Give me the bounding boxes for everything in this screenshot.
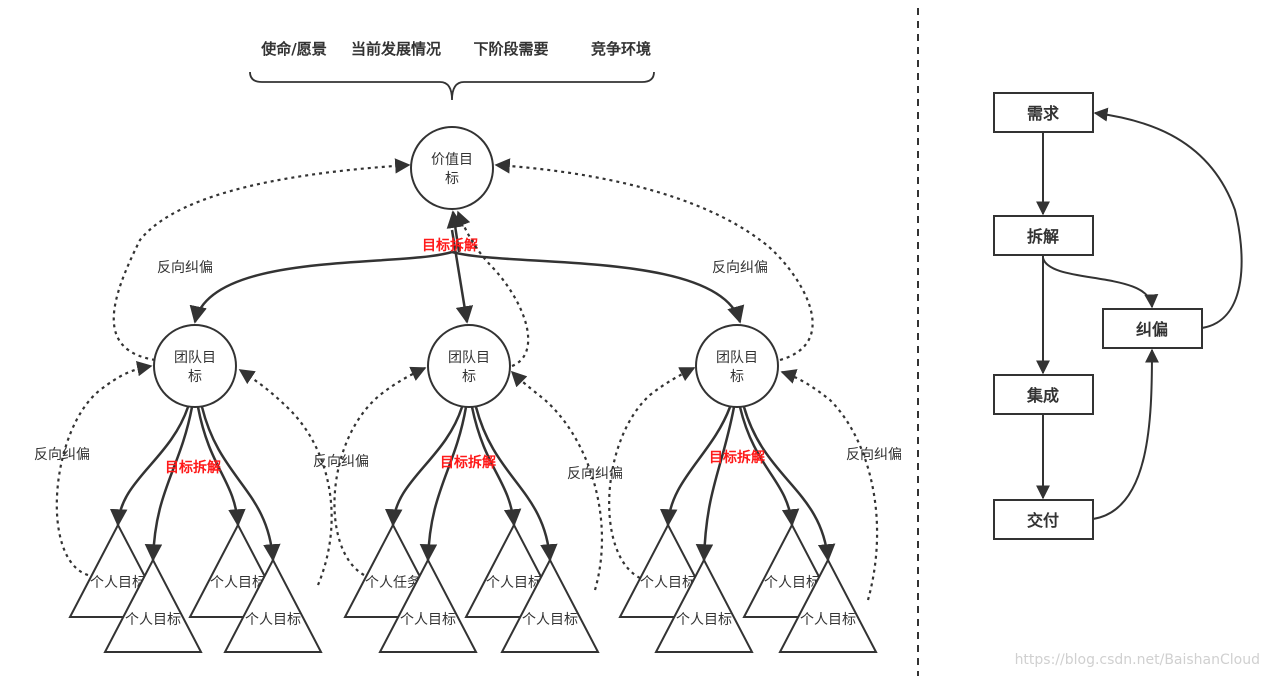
personal-label-2-4: 个人目标 [522,612,578,628]
personal-label-1-2: 个人目标 [125,612,181,628]
personal-triangle-1-4 [223,557,323,653]
feedback-team2-right [510,370,603,591]
edge-team2-p4 [474,406,558,562]
flow-node-correct: 纠偏 [1102,308,1203,349]
feedback-label-t2-right: 反向纠偏 [567,466,623,482]
flow-node-deliver: 交付 [993,499,1094,540]
edge-value-team2 [450,229,474,324]
edge-team3-p1 [659,406,732,527]
edge-team1-p2 [144,406,194,562]
header-label-current: 当前发展情况 [351,40,441,58]
watermark: https://blog.csdn.net/BaishanCloud [1015,652,1260,668]
team1-label-2: 标 [188,369,202,385]
decompose-label-team3: 目标拆解 [709,449,765,466]
feedback-label-top-left: 反向纠偏 [157,260,213,276]
team3-label-1: 团队目 [716,350,758,366]
team2-label-1: 团队目 [448,350,490,366]
feedback-team3-left [608,367,696,579]
feedback-label-t1-right: 反向纠偏 [313,454,369,470]
personal-label-1-4: 个人目标 [245,612,301,628]
personal-triangle-2-2 [378,557,478,653]
feedback-team3-value [494,158,814,362]
flow-edge-decompose-correct [1042,257,1159,309]
personal-triangle-2-4 [500,557,600,653]
personal-label-3-2: 个人目标 [676,612,732,628]
feedback-team1-right [238,369,333,586]
feedback-label-t3-right: 反向纠偏 [846,447,902,463]
flow-label-deliver: 交付 [1027,511,1059,530]
personal-label-3-3: 个人目标 [764,575,820,591]
feedback-label-top-right: 反向纠偏 [712,260,768,276]
edge-team1-p3 [196,406,246,527]
personal-label-3-1: 个人目标 [640,575,696,591]
flow-node-decompose: 拆解 [993,215,1094,256]
flow-edge-deliver-correct [1092,348,1159,520]
personal-task-label-2-1: 个人任务 [365,575,421,591]
flow-node-demand: 需求 [993,92,1094,133]
decompose-label-team1: 目标拆解 [165,459,221,476]
flow-label-decompose: 拆解 [1027,227,1059,246]
flow-label-demand: 需求 [1027,104,1060,123]
edge-team2-p3 [470,406,522,527]
team-goal-node-3: 团队目 标 [695,324,779,408]
value-goal-label-2: 标 [445,171,459,187]
value-goal-node: 价值目 标 [410,126,494,210]
personal-label-1-3: 个人目标 [210,575,266,591]
feedback-team3-right [780,369,879,601]
personal-triangle-3-4 [778,557,878,653]
edge-team1-p4 [200,406,281,562]
team3-label-2: 标 [730,369,744,385]
personal-triangle-3-2 [654,557,754,653]
edge-team3-p3 [738,406,800,527]
team-goal-node-1: 团队目 标 [153,324,237,408]
edge-team2-value [446,210,464,253]
edge-team2-p2 [419,406,468,562]
team1-label-1: 团队目 [174,350,216,366]
header-label-competition: 竞争环境 [591,40,651,58]
flow-label-correct: 纠偏 [1136,320,1168,339]
personal-label-3-4: 个人目标 [800,612,856,628]
edge-value-team1 [189,250,453,324]
team-goal-node-2: 团队目 标 [427,324,511,408]
decompose-label-team2: 目标拆解 [440,454,496,471]
decompose-label-top: 目标拆解 [422,237,478,254]
team2-label-2: 标 [462,369,476,385]
personal-label-1-1: 个人目标 [90,575,146,591]
personal-label-2-3: 个人目标 [486,575,542,591]
header-label-mission: 使命/愿景 [260,40,326,58]
edge-team1-p1 [109,406,190,527]
edge-value-team3 [451,250,745,324]
header-label-next: 下阶段需要 [473,40,548,58]
feedback-team1-left [55,361,153,577]
feedback-team2-value [455,210,530,368]
flow-label-integrate: 集成 [1026,386,1059,405]
flow-edge-correct-demand [1093,107,1243,329]
header-brace [249,71,655,101]
feedback-label-t1-left: 反向纠偏 [34,447,90,463]
feedback-team2-left [333,366,427,576]
personal-triangle-1-2 [103,557,203,653]
flow-node-integrate: 集成 [993,374,1094,415]
personal-label-2-2: 个人目标 [400,612,456,628]
value-goal-label-1: 价值目 [431,152,473,168]
edge-team3-p2 [695,406,736,562]
edge-team2-p1 [384,406,464,527]
edge-team3-p4 [742,406,836,562]
